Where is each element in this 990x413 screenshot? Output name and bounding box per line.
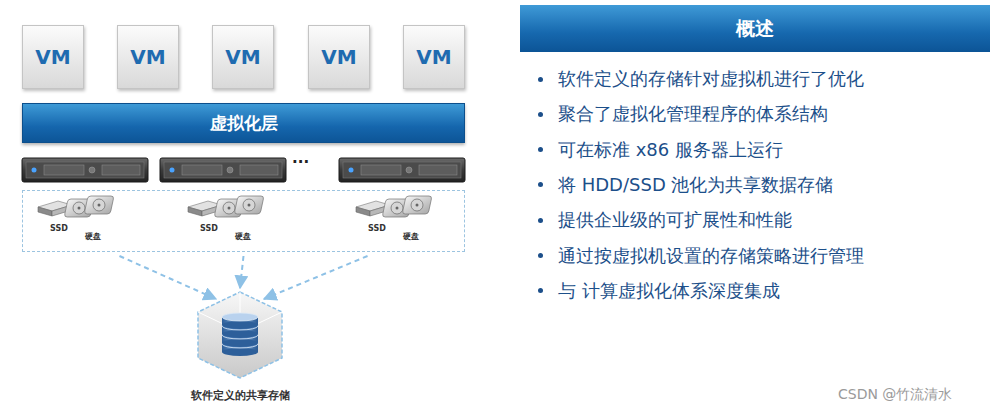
- bullet-row: 将 HDD/SSD 池化为共享数据存储: [538, 172, 833, 198]
- vm-label: VM: [225, 45, 260, 69]
- bullet-text: 提供企业级的可扩展性和性能: [558, 208, 792, 232]
- vm-label: VM: [321, 45, 356, 69]
- disk-label: SSD: [50, 224, 68, 233]
- bullet-text: 聚合了虚拟化管理程序的体系结构: [558, 102, 828, 126]
- storage-caption: 软件定义的共享存储: [170, 388, 310, 403]
- bullet-dot: [538, 112, 543, 117]
- bullet-text: 软件定义的存储针对虚拟机进行了优化: [558, 67, 864, 91]
- watermark: CSDN @竹流清水: [838, 386, 952, 404]
- disk-label: 硬盘: [235, 231, 251, 242]
- bullet-text: 与 计算虚拟化体系深度集成: [558, 279, 780, 303]
- panel-title: 概述: [736, 16, 774, 42]
- bullet-row: 可在标准 x86 服务器上运行: [538, 137, 783, 163]
- bullet-dot: [538, 182, 543, 187]
- layer-band: 虚拟化层: [22, 103, 465, 143]
- storage-node: 软件定义的共享存储: [170, 290, 310, 406]
- disk-label: 硬盘: [85, 231, 101, 242]
- bullet-text: 可在标准 x86 服务器上运行: [558, 138, 783, 162]
- disk-label: SSD: [368, 224, 386, 233]
- vm-label: VM: [130, 45, 165, 69]
- storage-connector: [264, 256, 368, 299]
- storage-connector: [119, 256, 216, 299]
- vm-box: VM: [212, 25, 274, 89]
- storage-icon: [194, 290, 286, 380]
- vm-box: VM: [308, 25, 370, 89]
- bullet-row: 聚合了虚拟化管理程序的体系结构: [538, 101, 828, 127]
- bullet-text: 通过按虚拟机设置的存储策略进行管理: [558, 244, 864, 268]
- vm-label: VM: [35, 45, 70, 69]
- vm-box: VM: [117, 25, 179, 89]
- bullet-row: 通过按虚拟机设置的存储策略进行管理: [538, 243, 864, 269]
- bullet-row: 提供企业级的可扩展性和性能: [538, 207, 792, 233]
- bullet-dot: [538, 253, 543, 258]
- vm-box: VM: [22, 25, 84, 89]
- disk-label: 硬盘: [403, 231, 419, 242]
- panel-header: 概述: [520, 5, 990, 52]
- disk-label: SSD: [200, 224, 218, 233]
- ellipsis-mark: ···: [292, 153, 309, 171]
- storage-connector: [240, 256, 244, 288]
- bullet-row: 软件定义的存储针对虚拟机进行了优化: [538, 66, 864, 92]
- layer-label: 虚拟化层: [210, 112, 278, 135]
- bullet-dot: [538, 77, 543, 82]
- overview-panel: 概述软件定义的存储针对虚拟机进行了优化聚合了虚拟化管理程序的体系结构可在标准 x…: [520, 5, 990, 305]
- bullet-dot: [538, 147, 543, 152]
- bullet-row: 与 计算虚拟化体系深度集成: [538, 278, 780, 304]
- vm-box: VM: [403, 25, 465, 89]
- bullet-text: 将 HDD/SSD 池化为共享数据存储: [558, 173, 833, 197]
- bullet-dot: [538, 218, 543, 223]
- bullet-dot: [538, 288, 543, 293]
- vm-label: VM: [416, 45, 451, 69]
- disk-group: SSD 硬盘 SSD 硬盘 SSD 硬盘: [22, 190, 465, 252]
